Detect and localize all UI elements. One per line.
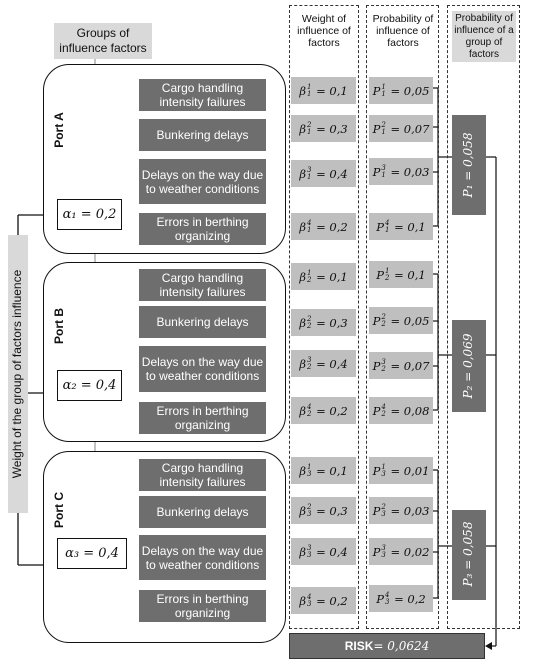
factor-c1: Cargo handling intensity failures [139, 459, 266, 491]
factor-c3: Delays on the way due to weather conditi… [139, 535, 266, 580]
factor-b4: Errors in berthing organizing [139, 402, 266, 434]
factor-c4: Errors in berthing organizing [139, 590, 266, 622]
probability-column [366, 5, 439, 629]
factor-a3: Delays on the way due to weather conditi… [139, 159, 266, 204]
group-p1-label: P₁ = 0,058 [461, 132, 475, 198]
factor-b3: Delays on the way due to weather conditi… [139, 346, 266, 392]
group-probability-header: Probability of influence of a group of f… [452, 11, 516, 62]
risk-result-box: RISK = 0,0624 [289, 633, 485, 659]
risk-value: = 0,0624 [373, 639, 430, 653]
factor-a4: Errors in berthing organizing [139, 213, 266, 245]
port-b-label: Port B [52, 308, 66, 344]
alpha-1-box: α₁ = 0,2 [57, 199, 122, 230]
probability-header: Probability of influence of factors [372, 13, 434, 49]
factor-b1: Cargo handling intensity failures [139, 269, 266, 301]
group-probability-column [447, 5, 520, 629]
group-p3-box [452, 510, 486, 600]
alpha-2-box: α₂ = 0,4 [57, 370, 122, 401]
port-c-label: Port C [52, 492, 66, 528]
weight-header: Weight of influence of factors [297, 13, 351, 49]
factor-b2: Bunkering delays [139, 306, 266, 338]
group-p2-label: P₂ = 0,069 [461, 333, 475, 399]
group-p1-box [452, 115, 486, 215]
port-a-label: Port A [52, 112, 66, 148]
factor-c2: Bunkering delays [139, 496, 266, 528]
weight-group-side-box [8, 235, 28, 513]
group-p3-label: P₃ = 0,058 [461, 521, 475, 587]
factor-a1: Cargo handling intensity failures [139, 79, 266, 111]
weight-group-side-label: Weight of the group of factors influence [10, 269, 24, 479]
risk-label: RISK [344, 639, 374, 653]
group-p2-box [452, 320, 486, 412]
weight-column [289, 5, 359, 629]
alpha-3-box: α₃ = 0,4 [57, 538, 127, 569]
groups-header: Groups of influence factors [54, 23, 152, 59]
factor-a2: Bunkering delays [139, 119, 266, 151]
